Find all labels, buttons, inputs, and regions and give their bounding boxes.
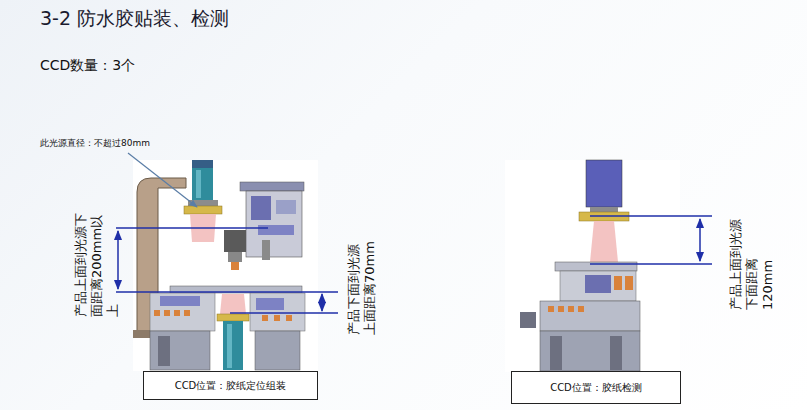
dimension-label: 产品下面到光源上面距离70mm bbox=[346, 239, 378, 335]
assembly-station-drawing-part bbox=[228, 252, 242, 262]
inspection-station-drawing-part bbox=[550, 336, 562, 370]
slide-title: 3-2 防水胶贴装、检测 bbox=[40, 6, 229, 32]
dimension-lines-part bbox=[116, 227, 268, 229]
dimension-lines-part bbox=[116, 291, 338, 293]
assembly-station-drawing-part bbox=[286, 315, 292, 321]
inspection-station-drawing-part bbox=[540, 331, 640, 371]
assembly-station-drawing-part bbox=[160, 296, 200, 306]
assembly-station-drawing-part bbox=[192, 160, 213, 168]
caption-text: CCD位置：胶纸定位组装 bbox=[175, 379, 287, 393]
assembly-station-drawing-part bbox=[227, 324, 232, 368]
inspection-station-drawing-part bbox=[614, 276, 622, 290]
inspection-station-drawing-part bbox=[585, 275, 611, 293]
dimension-label: 产品上面到光源下面距离120mm bbox=[728, 214, 776, 310]
assembly-station-drawing-part bbox=[174, 310, 180, 316]
ccd-count: CCD数量：3个 bbox=[40, 57, 135, 75]
dimension-lines-part bbox=[230, 312, 338, 314]
caption-box: CCD位置：胶纸定位组装 bbox=[143, 371, 318, 400]
assembly-station-drawing-part bbox=[258, 225, 294, 235]
dimension-lines-part bbox=[321, 294, 323, 311]
assembly-station-drawing-part bbox=[223, 321, 243, 370]
assembly-station-drawing-part bbox=[133, 160, 318, 371]
assembly-station-drawing-part bbox=[255, 331, 300, 370]
caption-text: CCD位置：胶纸检测 bbox=[550, 381, 642, 395]
assembly-station-drawing-part bbox=[192, 168, 213, 200]
inspection-station-drawing-part bbox=[540, 301, 640, 331]
assembly-station-drawing-part bbox=[150, 331, 210, 370]
assembly-station-drawing-part bbox=[246, 191, 302, 257]
assembly-station-drawing-part bbox=[250, 293, 305, 331]
light-source-note: 此光源直径：不超过80mm bbox=[40, 137, 150, 150]
inspection-station-drawing-part bbox=[590, 207, 618, 212]
assembly-station-drawing-part bbox=[224, 230, 246, 252]
leader-line bbox=[128, 153, 197, 207]
caption-box: CCD位置：胶纸检测 bbox=[511, 371, 681, 404]
inspection-station-drawing-part bbox=[568, 306, 574, 312]
inspection-station-drawing-part bbox=[586, 160, 622, 207]
dimension-lines-part bbox=[699, 219, 701, 261]
assembly-station-drawing-part bbox=[184, 310, 190, 316]
dimension-lines-part bbox=[590, 215, 712, 217]
assembly-station-drawing-part bbox=[262, 315, 268, 321]
dimension-label: 产品上面到光源下面距离200mm以上 bbox=[73, 207, 121, 317]
inspection-station-drawing-part bbox=[520, 312, 536, 328]
assembly-station-drawing-part bbox=[184, 206, 222, 214]
inspection-station-drawing bbox=[505, 160, 680, 372]
inspection-station-drawing-part bbox=[560, 271, 636, 301]
inspection-station-drawing-part bbox=[505, 160, 680, 372]
assembly-station-drawing-part bbox=[220, 294, 246, 314]
inspection-station-drawing-part bbox=[625, 276, 633, 290]
assembly-station-drawing-part bbox=[164, 310, 170, 316]
inspection-station-drawing-part bbox=[558, 306, 564, 312]
dimension-lines bbox=[116, 216, 712, 313]
assembly-station-drawing-part bbox=[274, 315, 280, 321]
assembly-station-drawing-part bbox=[231, 262, 239, 270]
inspection-station-drawing-part bbox=[578, 306, 584, 312]
assembly-station-drawing-part bbox=[256, 298, 284, 310]
assembly-station-drawing-part bbox=[262, 240, 270, 260]
assembly-station-drawing-part bbox=[158, 336, 170, 366]
inspection-station-drawing-part bbox=[590, 221, 618, 262]
assembly-station-drawing bbox=[133, 160, 318, 371]
assembly-station-drawing-part bbox=[154, 310, 160, 316]
assembly-station-drawing-part bbox=[196, 170, 201, 198]
dimension-lines-part bbox=[590, 263, 712, 265]
assembly-station-drawing-part bbox=[251, 196, 271, 220]
inspection-station-drawing-part bbox=[548, 306, 554, 312]
assembly-station-drawing-part bbox=[150, 293, 215, 331]
assembly-station-drawing-part bbox=[217, 314, 249, 321]
dimension-lines-part bbox=[117, 231, 119, 289]
assembly-station-drawing-part bbox=[240, 182, 304, 191]
inspection-station-drawing-part bbox=[610, 336, 622, 370]
assembly-station-drawing-part bbox=[276, 200, 296, 214]
